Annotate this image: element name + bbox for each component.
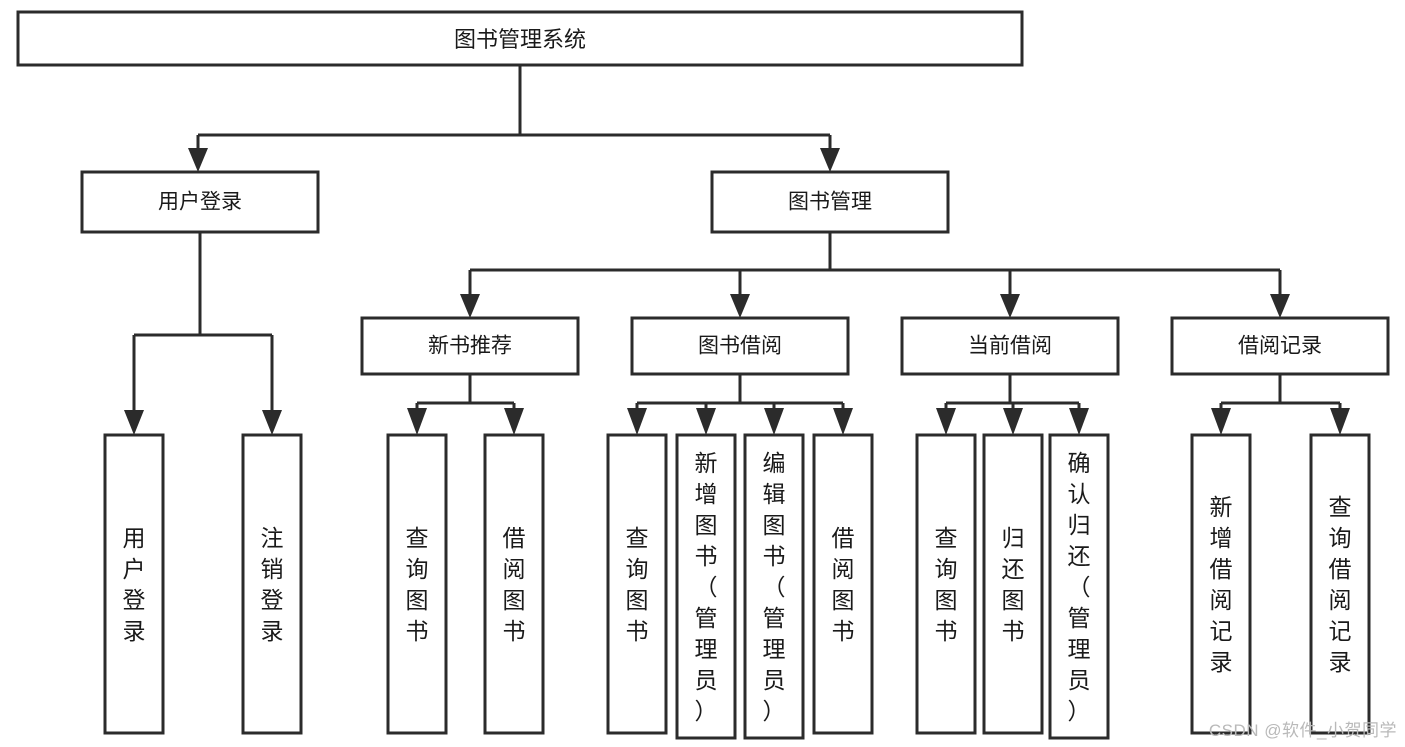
node-leaf-query-book-3-box[interactable] — [915, 433, 977, 735]
node-new-book-recommend-box[interactable] — [360, 316, 580, 376]
node-leaf-add-record-label: 新增借阅记录 — [1210, 494, 1233, 675]
node-leaf-user-login-box[interactable] — [103, 433, 165, 735]
arrow-head-leaf-query-book-2 — [627, 408, 647, 435]
node-leaf-edit-book[interactable]: 编辑图书（管理员） — [743, 433, 805, 740]
node-user-login-label: 用户登录 — [158, 191, 242, 214]
node-book-manage[interactable]: 图书管理 — [710, 170, 950, 234]
node-book-borrow[interactable]: 图书借阅 — [630, 316, 850, 376]
node-root[interactable]: 图书管理系统 — [16, 10, 1024, 67]
csdn-watermark: CSDN @软件_小贺同学 — [1208, 721, 1397, 740]
node-leaf-query-book-2[interactable]: 查询图书 — [606, 433, 668, 735]
connector-layer — [124, 65, 1350, 435]
node-root-label: 图书管理系统 — [454, 27, 586, 52]
leaf-layer: 用户登录 注销登录 查询图书 借阅图书 查询图书 新增图书（管理员） — [103, 433, 1371, 740]
arrow-head-leaf-edit-book — [764, 408, 784, 435]
node-leaf-return-book-box[interactable] — [982, 433, 1044, 735]
node-borrow-record-label: 借阅记录 — [1238, 335, 1322, 358]
arrow-head-leaf-add-book — [696, 408, 716, 435]
arrow-head-current-borrow — [1000, 294, 1020, 318]
node-leaf-borrow-book-1[interactable]: 借阅图书 — [483, 433, 545, 735]
arrow-head-book-manage — [820, 148, 840, 172]
arrow-head-user-login — [188, 148, 208, 172]
node-leaf-confirm-return[interactable]: 确认归还（管理员） — [1048, 433, 1110, 740]
arrow-head-book-borrow — [730, 294, 750, 318]
node-current-borrow-label: 当前借阅 — [968, 335, 1052, 358]
node-leaf-confirm-return-box[interactable] — [1048, 433, 1110, 740]
node-book-manage-box[interactable] — [710, 170, 950, 234]
node-leaf-confirm-return-label: 确认归还（管理员） — [1068, 450, 1091, 724]
node-book-borrow-label: 图书借阅 — [698, 335, 782, 358]
node-leaf-query-record-label: 查询借阅记录 — [1329, 494, 1352, 675]
node-new-book-recommend-label: 新书推荐 — [428, 335, 512, 358]
node-leaf-query-record-box[interactable] — [1309, 433, 1371, 735]
node-leaf-borrow-book-2[interactable]: 借阅图书 — [812, 433, 874, 735]
node-user-login[interactable]: 用户登录 — [80, 170, 320, 234]
node-book-manage-label: 图书管理 — [788, 191, 872, 214]
arrow-head-leaf-confirm-return — [1069, 408, 1089, 435]
node-leaf-query-book-2-label: 查询图书 — [626, 525, 649, 644]
node-leaf-add-book-label: 新增图书（管理员） — [695, 450, 718, 724]
node-leaf-add-record-box[interactable] — [1190, 433, 1252, 735]
node-leaf-query-book-3[interactable]: 查询图书 — [915, 433, 977, 735]
node-leaf-query-book-1-box[interactable] — [386, 433, 448, 735]
node-leaf-add-book[interactable]: 新增图书（管理员） — [675, 433, 737, 740]
node-leaf-query-book-1-label: 查询图书 — [406, 525, 429, 644]
node-leaf-query-book-1[interactable]: 查询图书 — [386, 433, 448, 735]
node-leaf-borrow-book-2-label: 借阅图书 — [832, 525, 855, 644]
node-current-borrow-box[interactable] — [900, 316, 1120, 376]
node-leaf-query-book-2-box[interactable] — [606, 433, 668, 735]
arrow-head-new-book-recommend — [460, 294, 480, 318]
node-borrow-record[interactable]: 借阅记录 — [1170, 316, 1390, 376]
node-book-borrow-box[interactable] — [630, 316, 850, 376]
arrow-head-leaf-add-record — [1211, 408, 1231, 435]
node-leaf-borrow-book-1-label: 借阅图书 — [503, 525, 526, 644]
arrow-head-leaf-borrow-book-2 — [833, 408, 853, 435]
node-leaf-return-book-label: 归还图书 — [1002, 525, 1025, 644]
node-leaf-query-book-3-label: 查询图书 — [935, 525, 958, 644]
node-leaf-logout-login-label: 注销登录 — [261, 525, 284, 644]
node-leaf-borrow-book-2-box[interactable] — [812, 433, 874, 735]
node-leaf-borrow-book-1-box[interactable] — [483, 433, 545, 735]
node-leaf-logout-login[interactable]: 注销登录 — [241, 433, 303, 735]
node-borrow-record-box[interactable] — [1170, 316, 1390, 376]
node-root-box[interactable] — [16, 10, 1024, 67]
arrow-head-leaf-query-book-1 — [407, 408, 427, 435]
arrow-head-leaf-query-record — [1330, 408, 1350, 435]
arrow-head-borrow-record — [1270, 294, 1290, 318]
node-leaf-edit-book-label: 编辑图书（管理员） — [763, 450, 786, 724]
node-leaf-query-record[interactable]: 查询借阅记录 — [1309, 433, 1371, 735]
node-new-book-recommend[interactable]: 新书推荐 — [360, 316, 580, 376]
node-current-borrow[interactable]: 当前借阅 — [900, 316, 1120, 376]
arrow-head-leaf-user-login — [124, 410, 144, 435]
arrow-head-leaf-borrow-book-1 — [504, 408, 524, 435]
node-leaf-edit-book-box[interactable] — [743, 433, 805, 740]
arrow-head-leaf-query-book-3 — [936, 408, 956, 435]
arrow-head-leaf-logout-login — [262, 410, 282, 435]
node-leaf-add-book-box[interactable] — [675, 433, 737, 740]
node-leaf-logout-login-box[interactable] — [241, 433, 303, 735]
node-leaf-user-login-label: 用户登录 — [123, 525, 146, 644]
arrow-head-leaf-return-book — [1003, 408, 1023, 435]
node-leaf-add-record[interactable]: 新增借阅记录 — [1190, 433, 1252, 735]
node-user-login-box[interactable] — [80, 170, 320, 234]
node-leaf-user-login[interactable]: 用户登录 — [103, 433, 165, 735]
node-leaf-return-book[interactable]: 归还图书 — [982, 433, 1044, 735]
